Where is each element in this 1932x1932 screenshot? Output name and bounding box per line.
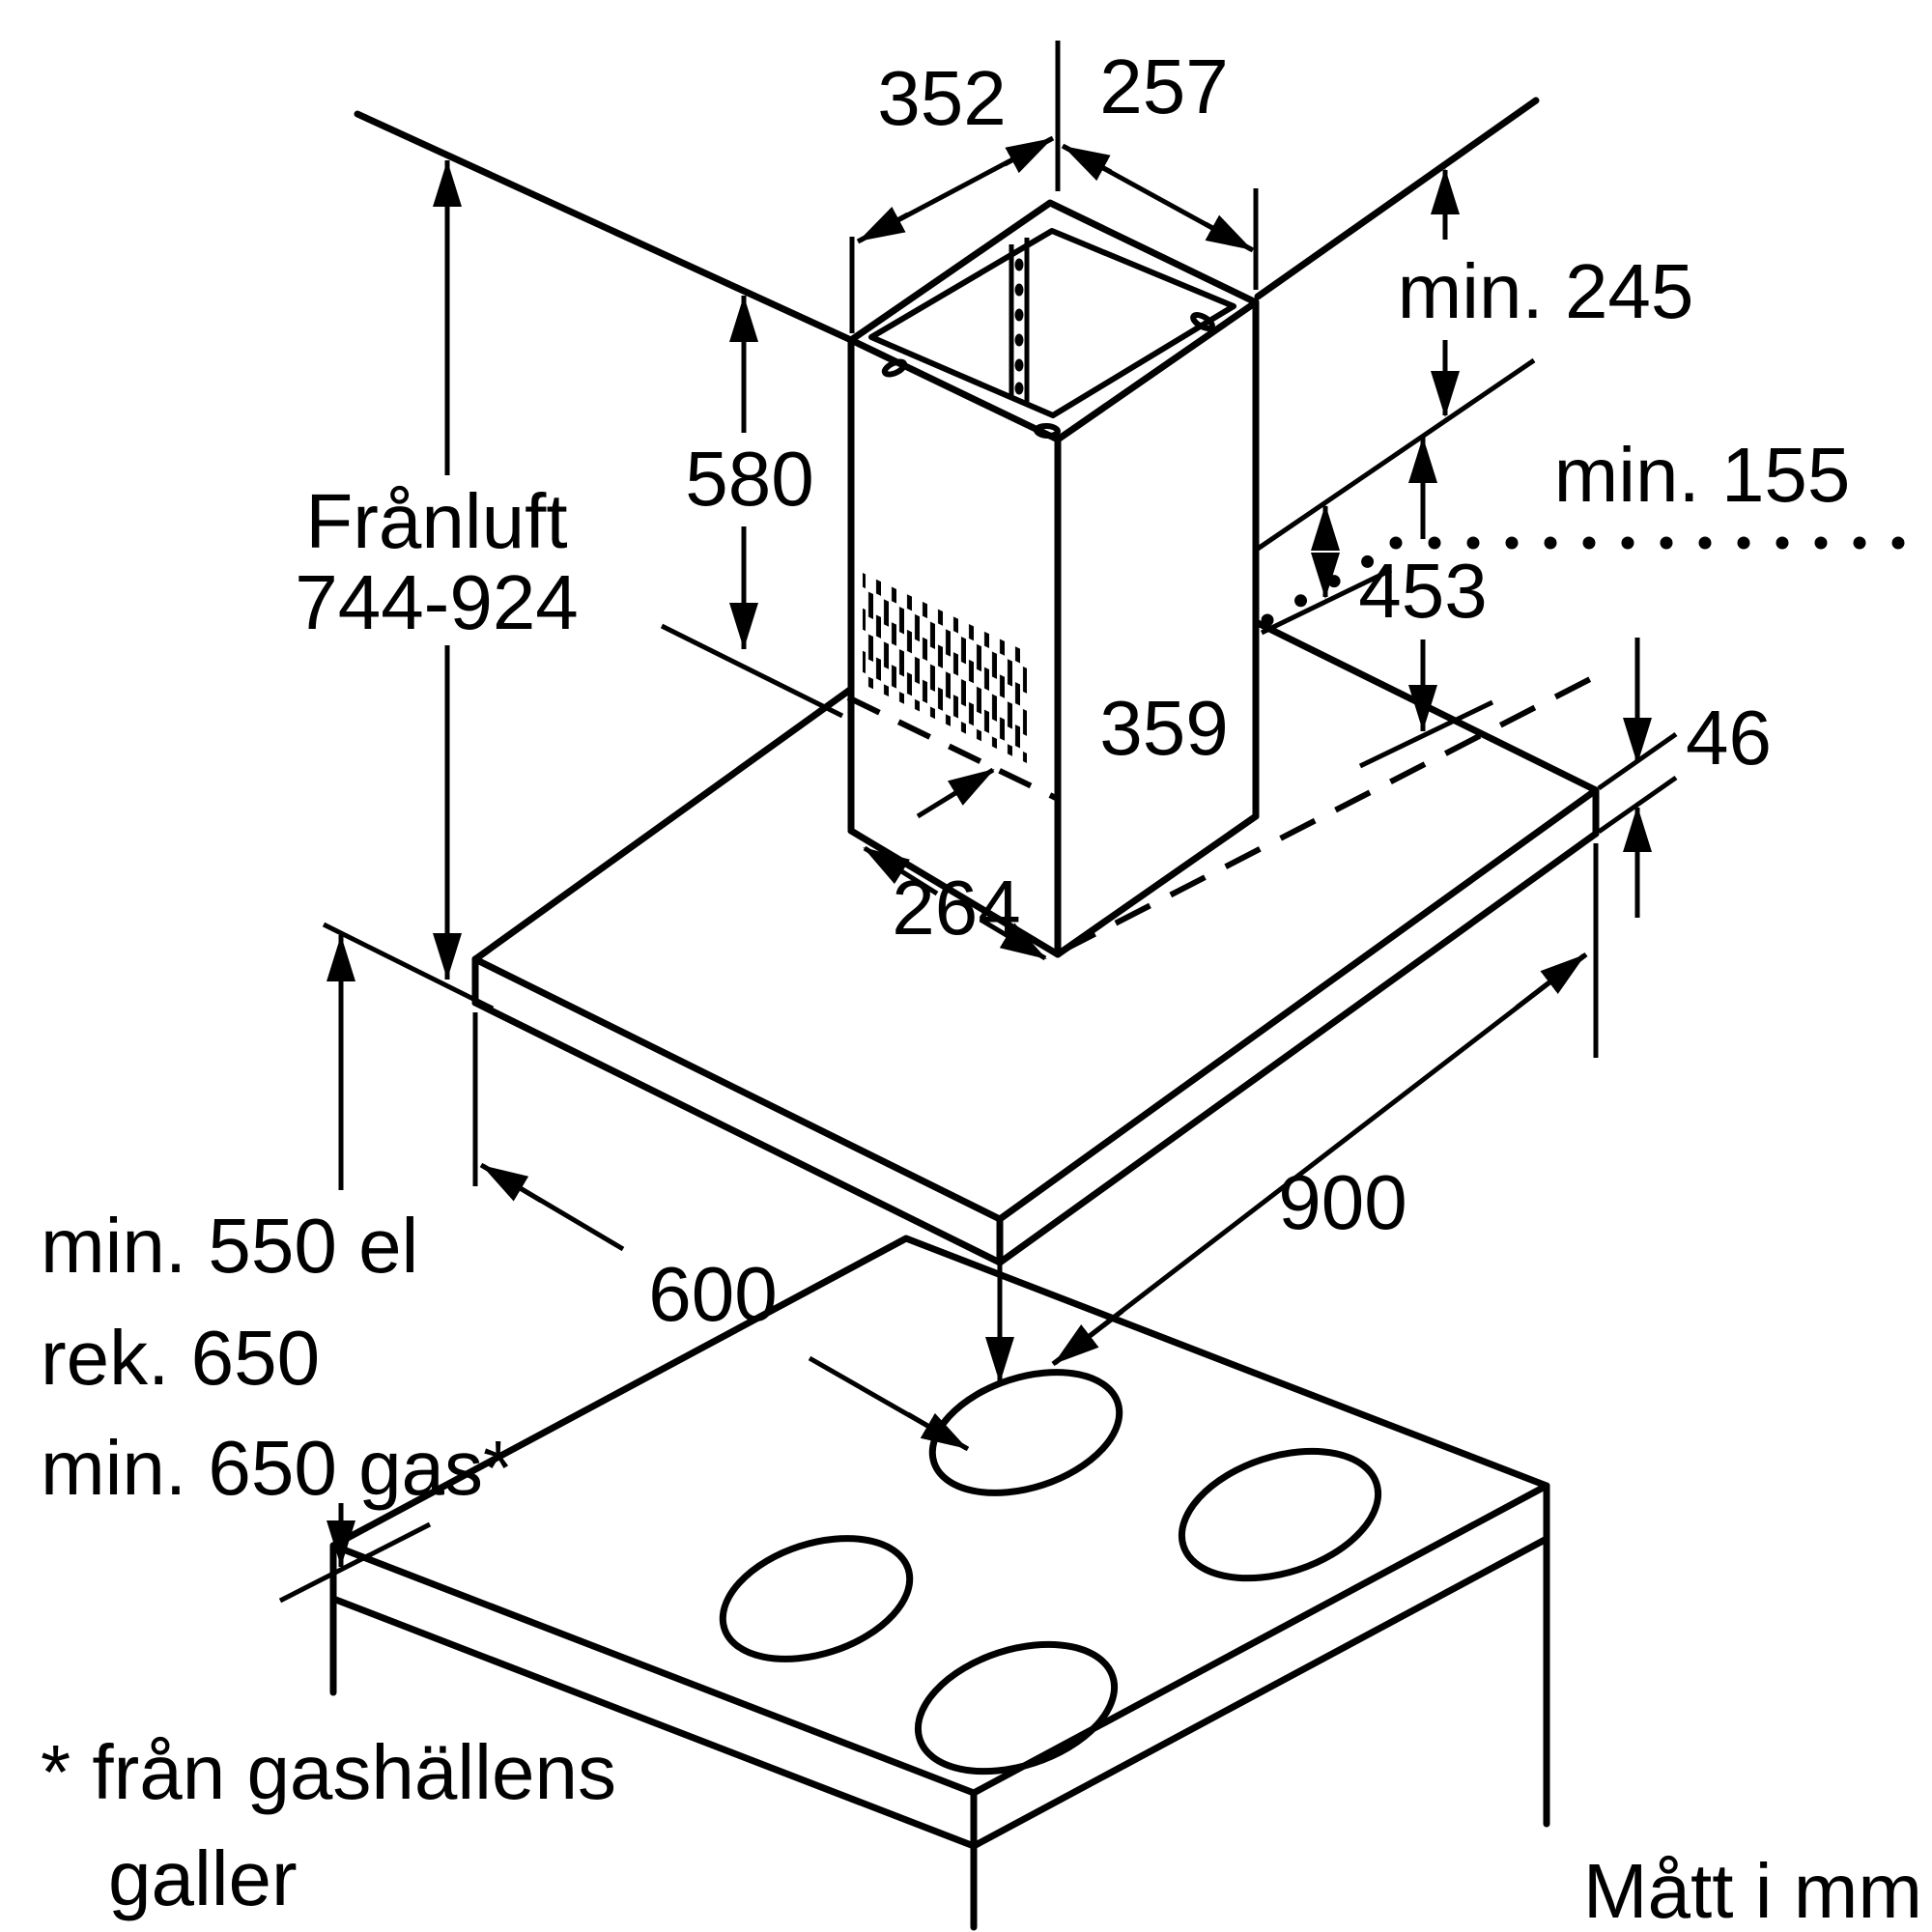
tick-580-bottom xyxy=(660,623,844,719)
rim-screw-slots xyxy=(881,312,1215,440)
arrow-257-right xyxy=(1204,214,1253,252)
cooktop xyxy=(329,1235,1550,1931)
label-46: 46 xyxy=(1686,695,1772,781)
arrow-352-right xyxy=(1003,136,1053,174)
ceiling-line-left xyxy=(354,110,855,344)
label-units: Mått i mm xyxy=(1583,1848,1922,1932)
table-legs xyxy=(329,1535,1550,1931)
ventilation-grille xyxy=(863,573,1027,763)
chimney-vertical-edges xyxy=(847,298,1260,958)
rail-hole xyxy=(1014,308,1024,322)
chimney-top-back-edges xyxy=(847,199,1260,344)
rail-hole xyxy=(1014,358,1024,372)
arrow-600-right xyxy=(906,1411,968,1451)
chimney-base-edges xyxy=(847,812,1260,958)
rail-hole xyxy=(1014,333,1024,347)
mounting-rail xyxy=(1009,238,1030,402)
screw-slot xyxy=(1034,422,1061,440)
tick-453-bottom xyxy=(1358,699,1494,769)
screw-slot xyxy=(1190,312,1215,331)
label-franluft-range: 744-924 xyxy=(295,559,579,645)
chimney xyxy=(846,199,1260,958)
rail-hole xyxy=(1014,258,1024,271)
label-clearance-rek: rek. 650 xyxy=(41,1315,320,1401)
screw-slot xyxy=(881,358,908,378)
label-600: 600 xyxy=(648,1251,777,1337)
ceiling-line-right xyxy=(1254,97,1540,300)
label-453: 453 xyxy=(1358,548,1487,634)
label-min245: min. 245 xyxy=(1398,248,1694,334)
label-footnote-1: * från gashällens xyxy=(41,1729,616,1815)
label-352: 352 xyxy=(877,55,1006,141)
arrow-900-left xyxy=(1053,1309,1124,1365)
arrow-900-right xyxy=(1515,953,1586,1009)
label-359: 359 xyxy=(1099,685,1228,771)
rail-hole xyxy=(1014,283,1024,297)
telescope-dashed-line xyxy=(846,695,1058,801)
arrow-264-left xyxy=(863,845,939,896)
ceiling xyxy=(354,97,1540,344)
dimension-annotations xyxy=(278,41,1924,1604)
reference-slant-min155 xyxy=(1260,567,1393,636)
hidden-edge-dashed xyxy=(1059,675,1594,954)
mounting-rail-holes xyxy=(1014,258,1024,395)
label-min155: min. 155 xyxy=(1554,432,1851,518)
tick-canopy-left-edge xyxy=(322,922,495,1011)
labels: 352 257 min. 245 min. 155 580 Frånluft 7… xyxy=(41,43,1922,1932)
label-footnote-2: galler xyxy=(108,1835,298,1921)
arrow-257-left xyxy=(1063,144,1113,182)
rail-hole xyxy=(1014,382,1024,395)
burner-circle xyxy=(914,1640,1119,1776)
burner-circle xyxy=(1178,1447,1382,1582)
label-580: 580 xyxy=(685,436,813,522)
label-257: 257 xyxy=(1099,43,1228,129)
reference-slant-upper xyxy=(1256,357,1536,552)
label-franluft: Frånluft xyxy=(305,478,567,564)
arrow-359 xyxy=(916,767,995,819)
cooktop-top-face xyxy=(333,1238,1547,1793)
canopy-back-left-edge xyxy=(471,686,854,963)
burner-circle xyxy=(719,1535,914,1662)
label-clearance-gas: min. 650 gas* xyxy=(41,1425,513,1511)
chimney-rim-inner xyxy=(868,228,1236,418)
label-900: 900 xyxy=(1278,1159,1406,1245)
arrow-600-left xyxy=(481,1163,543,1204)
dim-line-900 xyxy=(1051,952,1588,1366)
arrow-264-right xyxy=(979,917,1047,961)
label-264: 264 xyxy=(892,865,1020,951)
arrow-352-left xyxy=(858,206,910,243)
label-clearance-el: min. 550 el xyxy=(41,1203,418,1289)
